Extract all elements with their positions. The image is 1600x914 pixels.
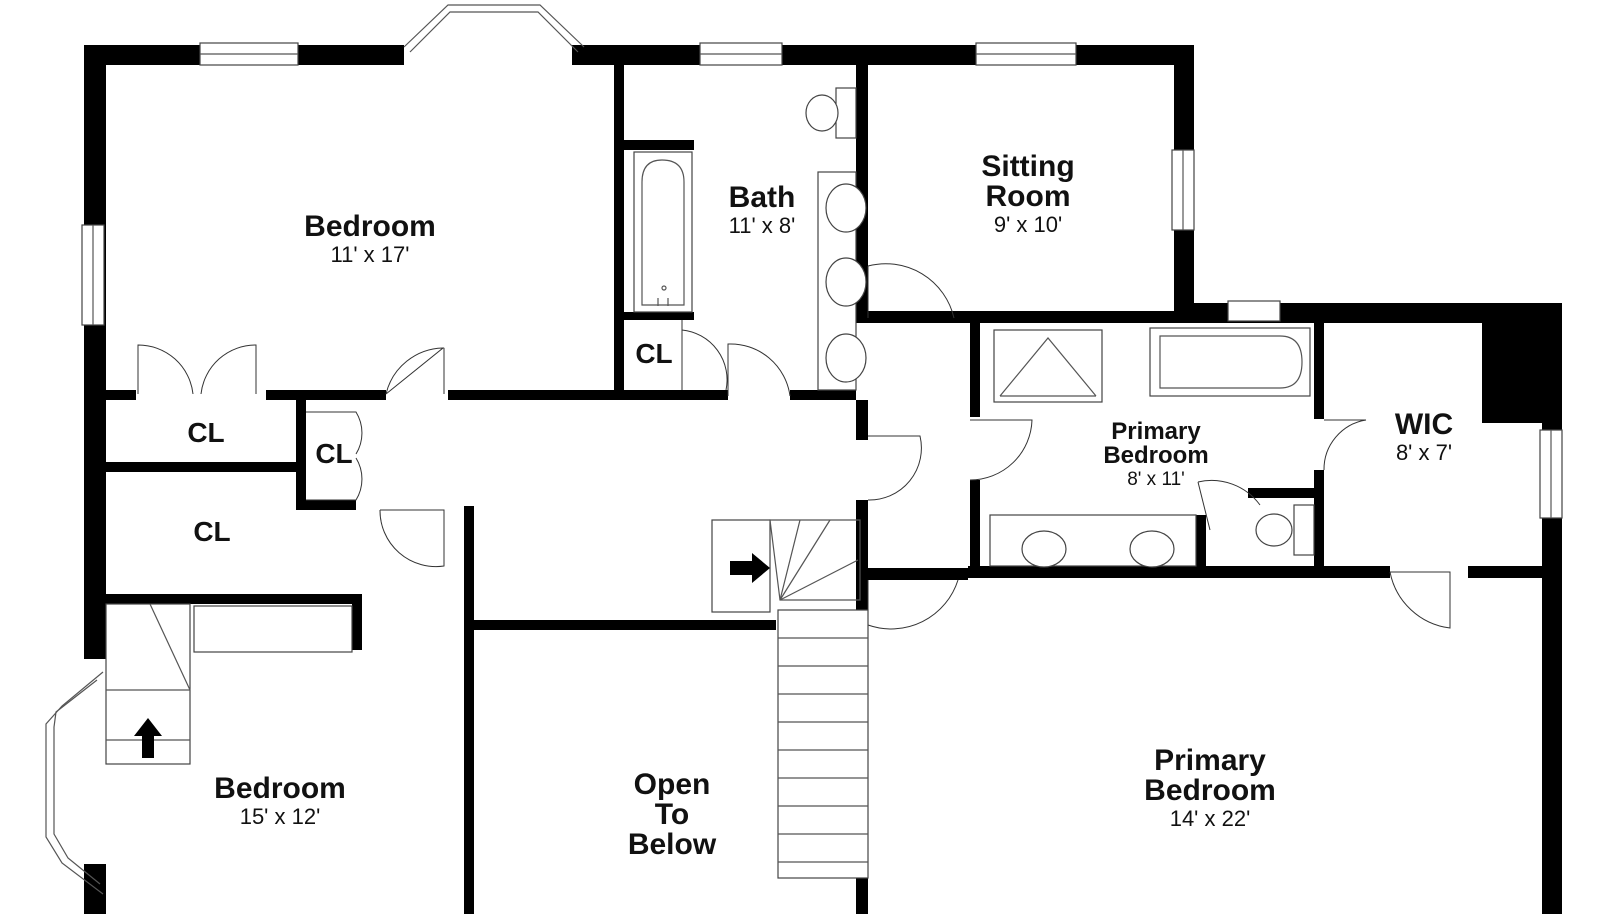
room-name-line2: Room [985,180,1071,213]
room-bedroom-north: Bedroom 11' x 17' [304,212,436,266]
room-dimensions: 9' x 10' [993,212,1063,237]
open-line3: Below [627,828,717,861]
room-name: Bedroom [214,772,346,805]
room-bath: Bath 11' x 8' [729,183,796,237]
windows [45,4,1563,895]
room-primary-bedroom: Primary Bedroom 14' x 22' [1144,746,1276,830]
room-closet-middle: CL [315,440,352,468]
room-closet-upper-left: CL [187,419,224,447]
stairs [105,519,869,879]
interior-walls [106,65,1562,914]
room-dimensions: 8' x 7' [1395,440,1453,465]
room-dimensions: 15' x 12' [239,804,321,829]
room-primary-bath: Primary Bedroom 8' x 11' [1103,418,1209,490]
room-walk-in-closet: WIC 8' x 7' [1395,410,1453,464]
room-closet-lower-left: CL [193,518,230,546]
room-name: WIC [1394,408,1454,441]
room-name-line2: Bedroom [1103,442,1209,469]
stair-up-arrow-right-icon [730,553,770,583]
room-name-line1: Primary [1154,744,1266,777]
open-line1: Open [633,768,711,801]
room-dimensions: 11' x 8' [728,213,796,238]
bath-fixtures [633,87,1315,568]
stair-arrows [134,553,770,758]
room-sitting-room: Sitting Room 9' x 10' [981,152,1074,236]
room-name: Bath [728,181,796,214]
stair-up-arrow-up-icon [134,718,162,758]
room-closet-bath: CL [635,340,672,368]
room-dimensions: 14' x 22' [1169,806,1251,831]
room-name-line1: Sitting [981,150,1075,183]
room-dimensions: 11' x 17' [330,242,410,267]
room-dimensions: 8' x 11' [1127,469,1185,490]
room-open-to-below: Open To Below [628,770,716,860]
room-name: CL [187,417,225,448]
room-name: CL [193,516,231,547]
room-name: CL [635,338,673,369]
room-name: Bedroom [304,210,436,243]
room-name: CL [315,438,353,469]
open-line2: To [654,798,690,831]
room-name-line2: Bedroom [1144,774,1276,807]
room-name-line1: Primary [1111,418,1201,445]
room-bedroom-south: Bedroom 15' x 12' [214,774,346,828]
door-swings [137,263,1451,630]
